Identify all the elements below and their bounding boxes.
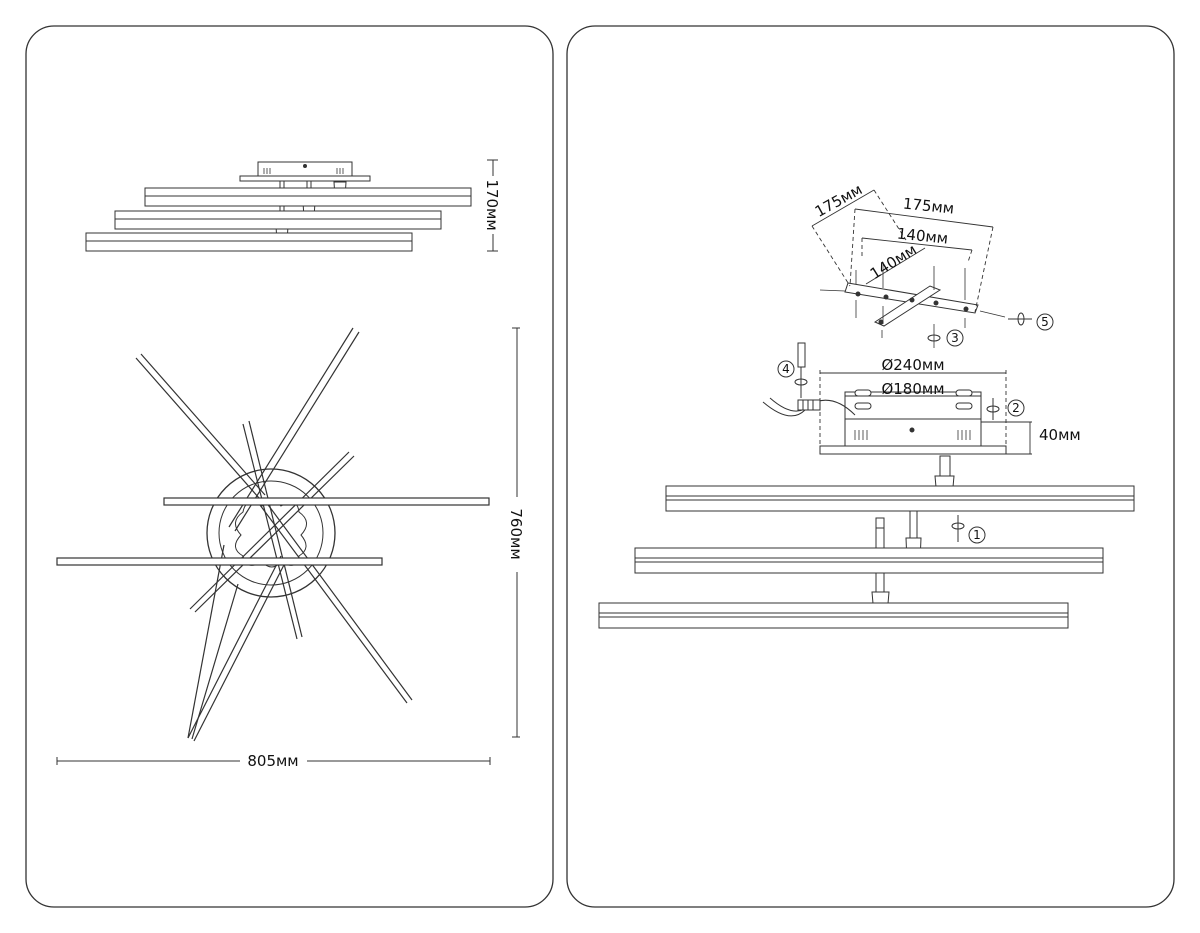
canopy-outer-diameter-label: Ø240мм xyxy=(881,356,944,374)
top-view-dimensions xyxy=(56,327,520,765)
step-3-marker xyxy=(946,329,964,347)
step-2-label: 2 xyxy=(1012,401,1020,415)
step-2-marker xyxy=(1007,399,1025,417)
left-panel xyxy=(25,25,554,908)
step-5-marker xyxy=(1036,313,1054,331)
step-4-marker xyxy=(777,360,795,378)
side-height-dimension xyxy=(487,159,498,252)
step-1-label: 1 xyxy=(973,528,981,542)
bracket-dimensions xyxy=(811,189,994,313)
bracket-label-140: 140мм xyxy=(896,224,949,247)
step-1-marker xyxy=(968,526,986,544)
canopy xyxy=(819,389,1007,455)
wiring xyxy=(762,342,856,417)
right-panel xyxy=(566,25,1175,908)
top-height-label: 760мм xyxy=(507,508,525,559)
step-5-label: 5 xyxy=(1041,315,1049,329)
canopy-height-label: 40мм xyxy=(1039,426,1081,444)
step-markers xyxy=(777,313,1054,544)
bracket-label-175: 175мм xyxy=(902,194,955,217)
rotation-arrows xyxy=(794,312,1032,542)
step-3-label: 3 xyxy=(951,331,959,345)
top-view xyxy=(56,327,490,742)
top-width-label: 805мм xyxy=(247,752,298,770)
canopy-inner-diameter-label: Ø180мм xyxy=(881,380,944,398)
mounting-bracket xyxy=(819,262,1006,348)
step-4-label: 4 xyxy=(782,362,790,376)
side-view xyxy=(85,161,472,252)
lamp-bars xyxy=(598,455,1135,629)
side-height-label: 170мм xyxy=(483,179,501,230)
